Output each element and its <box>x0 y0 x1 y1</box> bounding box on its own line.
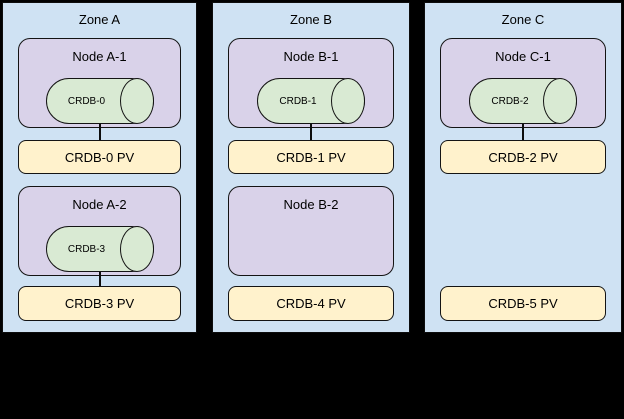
crdb3-pod-cylinder-icon: CRDB-3 <box>45 225 154 272</box>
node-b2-box: Node B-2 <box>228 186 394 276</box>
node-a2-label: Node A-2 <box>72 197 127 212</box>
crdb3-to-pv-connector-line <box>98 267 101 289</box>
crdb3-pv-box: CRDB-3 PV <box>18 286 181 321</box>
crdb0-to-pv-connector-line <box>98 119 101 143</box>
cylinder-end-cap-icon <box>331 77 366 124</box>
crdb2-pv-box: CRDB-2 PV <box>440 140 606 174</box>
cylinder-end-cap-icon <box>119 225 154 272</box>
crdb0-pv-box: CRDB-0 PV <box>18 140 181 174</box>
node-b2-label: Node B-2 <box>283 197 339 212</box>
crdb0-pod-cylinder-icon: CRDB-0 <box>45 77 154 124</box>
crdb4-pv-box: CRDB-4 PV <box>228 286 394 321</box>
crdb1-pod-cylinder-icon: CRDB-1 <box>257 77 366 124</box>
cylinder-end-cap-icon <box>543 77 578 124</box>
crdb1-pod-label: CRDB-1 <box>279 95 317 107</box>
crdb5-pv-box: CRDB-5 PV <box>440 286 606 321</box>
zone-b-title: Zone B <box>290 12 332 27</box>
crdb2-pod-label: CRDB-2 <box>491 95 529 107</box>
zone-a-box: Zone A Node A-1 CRDB-0 CRDB-0 PV Node A-… <box>2 2 197 333</box>
crdb0-pod-label: CRDB-0 <box>67 95 106 107</box>
node-a1-label: Node A-1 <box>72 49 127 64</box>
crdb1-pv-box: CRDB-1 PV <box>228 140 394 174</box>
zone-c-title: Zone C <box>501 12 545 27</box>
crdb2-pod-cylinder-icon: CRDB-2 <box>469 77 578 124</box>
zone-a-title: Zone A <box>78 12 121 27</box>
crdb3-pod-label: CRDB-3 <box>67 243 106 255</box>
crdb1-to-pv-connector-line <box>310 119 312 143</box>
zone-b-box: Zone B Node B-1 CRDB-1 CRDB-1 PV Node B-… <box>212 2 410 333</box>
zone-c-box: Zone C Node C-1 CRDB-2 CRDB-2 PV CRDB-5 … <box>424 2 622 333</box>
crdb2-to-pv-connector-line <box>522 119 524 143</box>
node-b1-label: Node B-1 <box>283 49 339 64</box>
node-c1-label: Node C-1 <box>495 49 551 64</box>
cylinder-end-cap-icon <box>119 77 154 124</box>
